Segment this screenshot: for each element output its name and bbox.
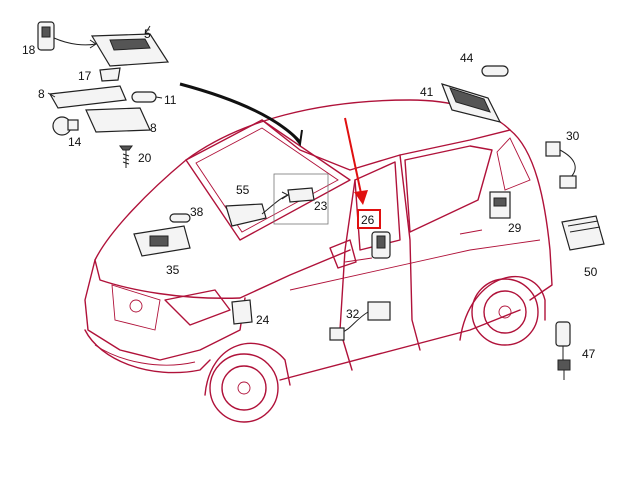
car-quarter-window (496, 137, 531, 191)
part-29-contact (489, 191, 511, 219)
car-bumper (84, 329, 211, 374)
callout-29: 29 (508, 221, 522, 235)
callout-30: 30 (566, 129, 580, 143)
part-8b-lens (85, 107, 151, 133)
callout-38: 38 (190, 205, 204, 219)
car-sill (279, 309, 521, 381)
highlight-box-26 (357, 209, 381, 229)
callout-44: 44 (460, 51, 474, 65)
car-rear-wheel (459, 276, 546, 346)
highlight-arrowhead (354, 190, 368, 205)
part-5-dome-light (90, 25, 170, 67)
callout-5: 5 (144, 27, 151, 41)
part-35-lamp (133, 225, 191, 257)
part-11-bulb (131, 91, 163, 103)
car-front-face (84, 259, 246, 361)
part-50-module (561, 215, 605, 251)
car-front-wheel (204, 342, 291, 423)
part-38-bulb (169, 213, 191, 223)
car-grille (111, 284, 161, 331)
part-55-lamp (225, 191, 289, 227)
car-mirror (329, 239, 357, 269)
callout-11: 11 (164, 93, 177, 107)
part-26-switch (371, 231, 391, 259)
callout-24: 24 (256, 313, 270, 327)
part-32-connector (329, 301, 391, 341)
car-door-front (339, 179, 356, 371)
callout-32: 32 (346, 307, 360, 321)
callout-8a: 8 (38, 87, 45, 101)
callout-20: 20 (138, 151, 152, 165)
car-side-top (261, 119, 511, 171)
car-side-line (289, 239, 541, 291)
callout-14: 14 (68, 135, 82, 149)
part-23-lamp (273, 173, 329, 225)
part-17-clip (99, 67, 121, 82)
part-24-lamp (231, 299, 253, 325)
car-hood (94, 159, 351, 299)
part-44-bulb (481, 65, 509, 77)
callout-47: 47 (582, 347, 596, 361)
car-door-handle-front (344, 257, 373, 263)
car-door-rear (399, 154, 421, 351)
callout-55: 55 (236, 183, 250, 197)
part-14-bulb (52, 116, 79, 136)
car-headlight (164, 289, 231, 326)
part-30-switch (545, 141, 577, 189)
car-bumper-strip (94, 344, 196, 366)
car-rear-window (404, 145, 493, 233)
callout-18: 18 (22, 43, 36, 57)
part-20-screw (119, 145, 133, 168)
callout-35: 35 (166, 263, 180, 277)
part-47-sensor (555, 321, 571, 380)
car-rear (509, 129, 553, 301)
highlight-arrow (344, 117, 363, 199)
car-windshield (185, 119, 351, 241)
car-body (84, 99, 553, 423)
callout-23: 23 (314, 199, 328, 213)
car-emblem (129, 299, 143, 313)
callout-50: 50 (584, 265, 598, 279)
part-8a-lens (47, 85, 127, 109)
callout-8b: 8 (150, 121, 157, 135)
callout-26: 26 (361, 213, 375, 227)
part-18-switch (37, 21, 97, 51)
callout-41: 41 (420, 85, 434, 99)
car-door-handle-rear (459, 229, 483, 235)
part-41-reading-light (440, 83, 502, 123)
callout-17: 17 (78, 69, 92, 83)
